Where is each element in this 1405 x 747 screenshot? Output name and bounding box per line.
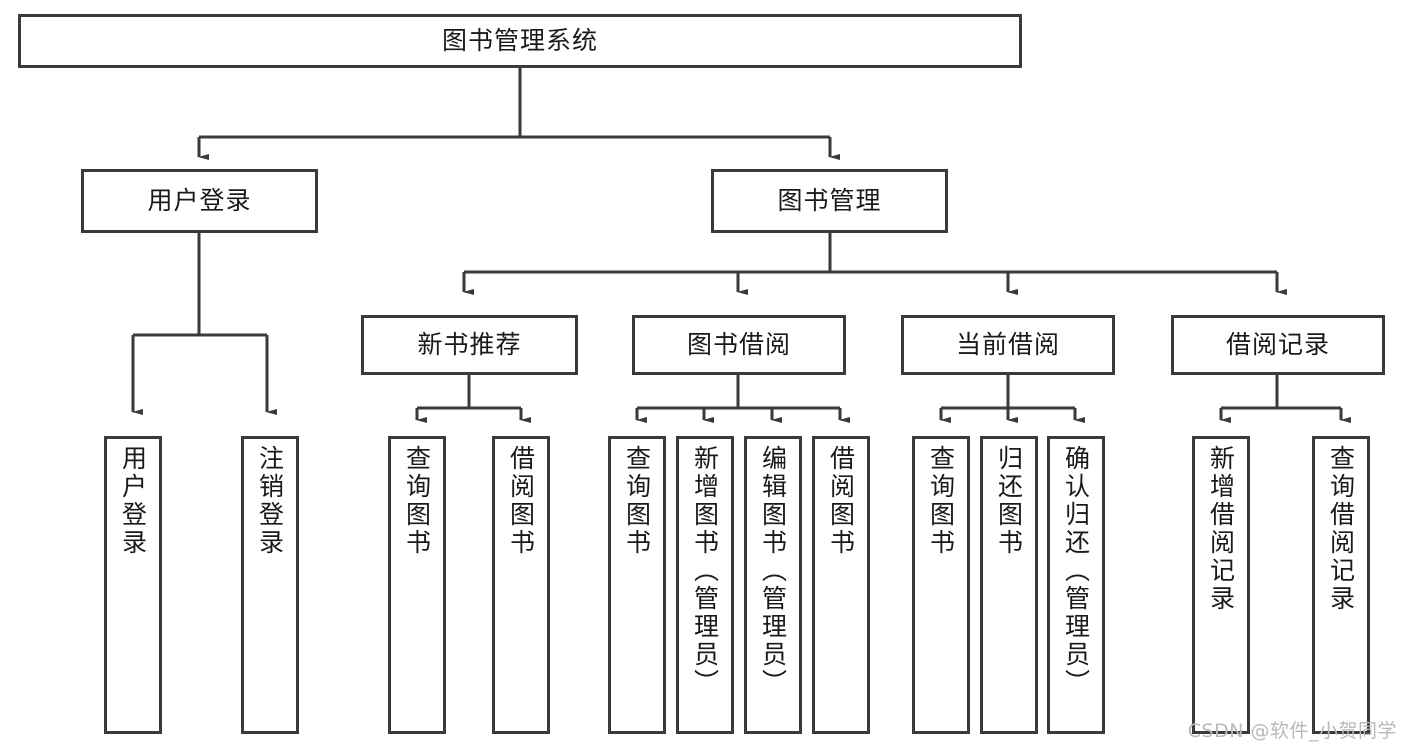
leaf-label: 查询图书 — [402, 445, 432, 557]
node-book-management[interactable]: 图书管理 — [711, 169, 948, 233]
leaf-user-login-login[interactable]: 用户登录 — [104, 436, 162, 734]
leaf-book-borrow-add-book-admin[interactable]: 新增图书（管理员） — [676, 436, 734, 734]
node-label: 借阅记录 — [1225, 330, 1330, 360]
node-current-borrow[interactable]: 当前借阅 — [901, 315, 1115, 375]
leaf-label: 查询图书 — [926, 445, 956, 557]
leaf-borrow-record-query-record[interactable]: 查询借阅记录 — [1312, 436, 1370, 734]
node-label: 新书推荐 — [417, 330, 522, 360]
leaf-label: 新增借阅记录 — [1206, 445, 1236, 613]
leaf-current-borrow-return-book[interactable]: 归还图书 — [980, 436, 1038, 734]
node-borrow-record[interactable]: 借阅记录 — [1171, 315, 1385, 375]
node-new-book-recommend[interactable]: 新书推荐 — [361, 315, 578, 375]
csdn-watermark: CSDN @软件_小贺同学 — [1187, 720, 1397, 742]
leaf-label: 查询图书 — [622, 445, 652, 557]
leaf-book-borrow-edit-book-admin[interactable]: 编辑图书（管理员） — [744, 436, 802, 734]
node-label: 当前借阅 — [955, 330, 1060, 360]
leaf-label: 注销登录 — [255, 445, 285, 557]
leaf-label: 编辑图书（管理员） — [758, 445, 788, 697]
leaf-user-login-logout[interactable]: 注销登录 — [241, 436, 299, 734]
leaf-new-book-borrow-book[interactable]: 借阅图书 — [492, 436, 550, 734]
leaf-book-borrow-borrow-book[interactable]: 借阅图书 — [812, 436, 870, 734]
node-book-borrow[interactable]: 图书借阅 — [632, 315, 846, 375]
leaf-label: 借阅图书 — [826, 445, 856, 557]
node-label: 图书借阅 — [686, 330, 791, 360]
leaf-current-borrow-query-book[interactable]: 查询图书 — [912, 436, 970, 734]
node-root-book-management-system[interactable]: 图书管理系统 — [18, 14, 1022, 68]
leaf-borrow-record-add-record[interactable]: 新增借阅记录 — [1192, 436, 1250, 734]
leaf-new-book-query-book[interactable]: 查询图书 — [388, 436, 446, 734]
node-label: 图书管理系统 — [441, 26, 598, 56]
leaf-book-borrow-query-book[interactable]: 查询图书 — [608, 436, 666, 734]
leaf-label: 归还图书 — [994, 445, 1024, 557]
leaf-label: 借阅图书 — [506, 445, 536, 557]
leaf-label: 查询借阅记录 — [1326, 445, 1356, 613]
leaf-label: 确认归还（管理员） — [1061, 445, 1091, 697]
leaf-label: 用户登录 — [118, 445, 148, 557]
node-label: 用户登录 — [147, 186, 252, 216]
node-label: 图书管理 — [777, 186, 882, 216]
node-user-login[interactable]: 用户登录 — [81, 169, 318, 233]
leaf-label: 新增图书（管理员） — [690, 445, 720, 697]
leaf-current-borrow-confirm-return-admin[interactable]: 确认归还（管理员） — [1047, 436, 1105, 734]
